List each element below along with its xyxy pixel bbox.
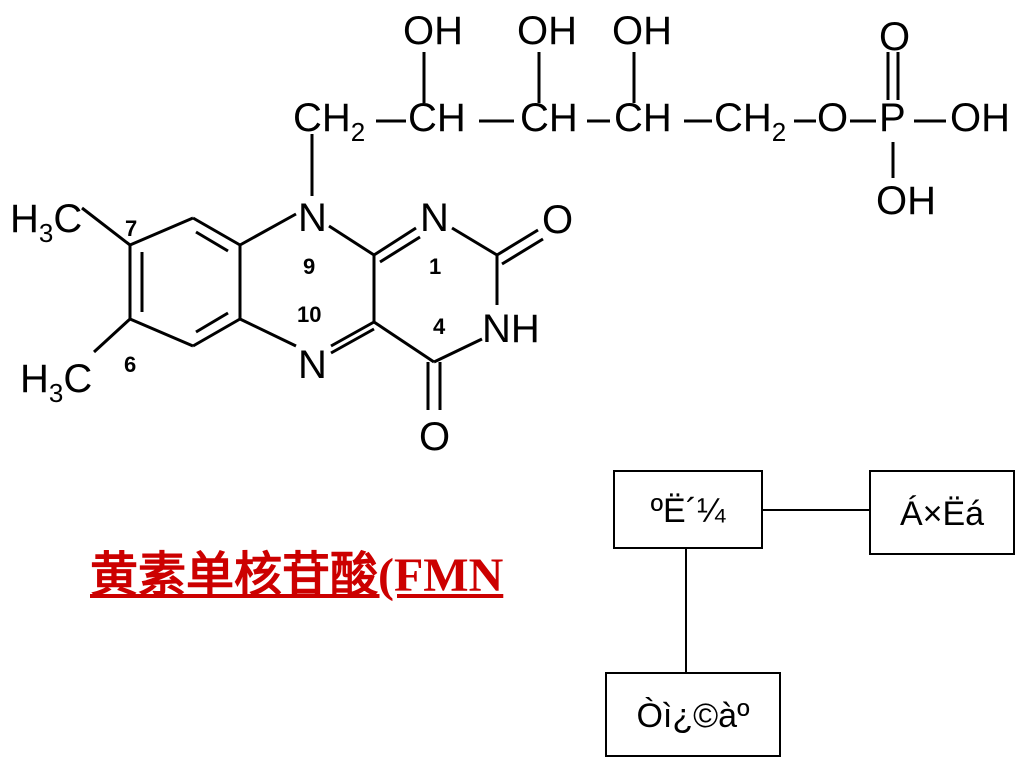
atom-oh-1: OH [403,9,463,53]
atom-ch2-b: CH2 [714,96,786,147]
bonds [81,52,946,410]
atom-oh-down: OH [876,179,936,223]
atom-n9: N [298,196,327,240]
position-9: 9 [303,254,315,279]
atom-oh-right: OH [950,96,1010,140]
atom-h3c-top-h: H [10,197,39,241]
atom-n1: N [420,196,449,240]
atom-p: P [879,96,906,140]
atom-nh: NH [482,307,540,351]
atom-ch2-b-main: CH [714,96,772,140]
atom-ch2-a: CH2 [293,96,365,147]
atom-ch-1: CH [408,96,466,140]
atom-ch-2: CH [520,96,578,140]
atom-oh-2: OH [517,9,577,53]
atom-h3c-bottom: H3C [20,357,92,408]
position-6: 6 [124,352,136,377]
position-4: 4 [433,314,446,339]
position-numbers: 7 6 9 1 10 4 [124,216,446,377]
box-top-left-label: ºË´¼ [651,492,726,530]
position-7: 7 [125,216,137,241]
component-boxes: ºË´¼ Á×Ëá Òì¿©àº [605,470,1015,757]
atom-h3c-bottom-c: C [63,357,92,401]
atom-ch-3: CH [614,96,672,140]
atom-ch2-a-sub: 2 [351,117,365,147]
caption-title: 黄素单核苷酸(FMN [90,549,504,602]
box-bottom [605,672,781,757]
atom-h3c-bottom-sub: 3 [49,378,63,408]
box-top-left [613,470,763,549]
atom-o-double: O [879,15,910,59]
atom-h3c-top-c: C [53,197,82,241]
atom-o-bottom: O [419,415,450,459]
atom-h3c-top-sub: 3 [39,218,53,248]
atom-h3c-bottom-h: H [20,357,49,401]
position-10: 10 [297,302,321,327]
atom-oh-3: OH [612,9,672,53]
box-top-right [869,470,1015,555]
atom-ch2-a-main: CH [293,96,351,140]
atom-o-link: O [817,96,848,140]
box-bottom-label: Òì¿©àº [636,697,749,735]
atom-o-top: O [542,198,573,242]
atom-h3c-top: H3C [10,197,82,248]
atom-n10: N [298,343,327,387]
atom-ch2-b-sub: 2 [772,117,786,147]
atom-labels: OH OH OH CH2 CH CH CH CH2 O P O OH OH N … [10,9,1010,459]
position-1: 1 [429,254,441,279]
box-top-right-label: Á×Ëá [900,495,984,533]
